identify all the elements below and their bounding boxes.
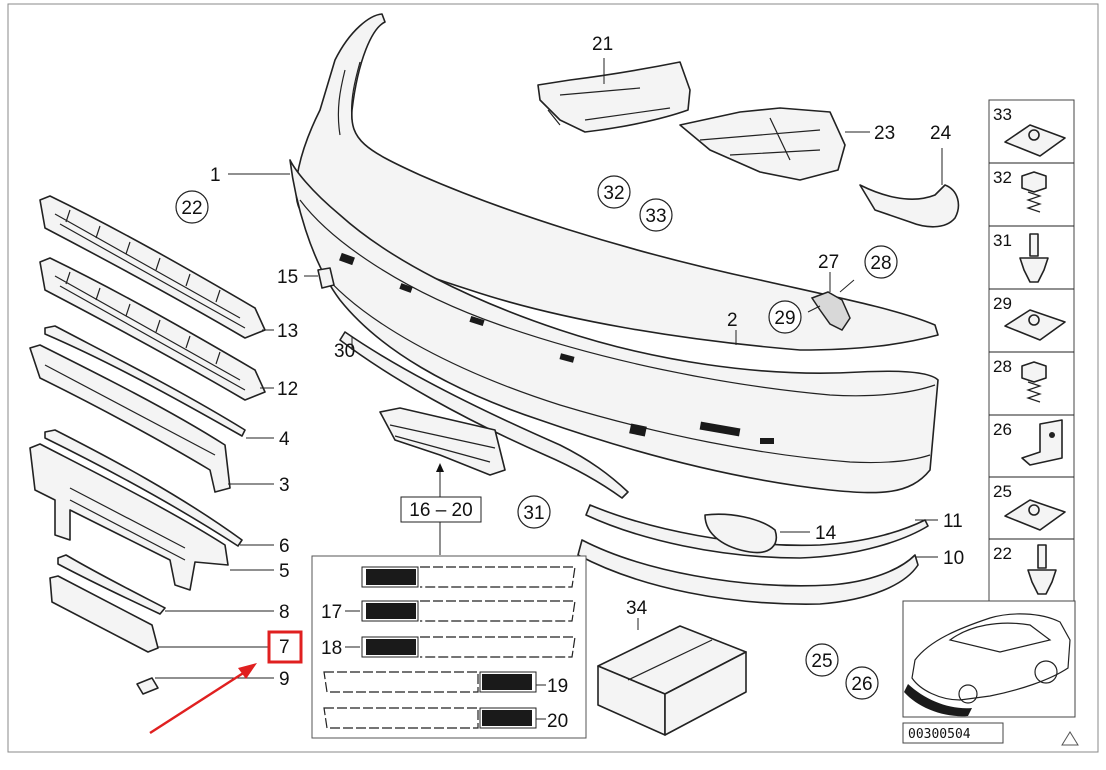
label-1: 1 xyxy=(210,165,221,186)
center-grille-insert xyxy=(379,407,506,476)
label-4: 4 xyxy=(279,429,290,450)
inset-rows: 17 18 19 20 xyxy=(321,566,576,732)
label-34: 34 xyxy=(626,598,648,619)
label-8: 8 xyxy=(279,602,290,623)
panel-3-inner xyxy=(44,364,216,456)
strip-8 xyxy=(57,554,166,615)
bumper-slots xyxy=(339,252,774,444)
label-17: 17 xyxy=(321,602,342,623)
warning-triangle-icon xyxy=(1061,731,1079,746)
clip-27 xyxy=(810,291,851,331)
pin-9 xyxy=(136,677,159,695)
bracket-21 xyxy=(537,61,691,133)
circled-labels: 22 32 33 28 29 31 25 26 xyxy=(175,175,898,700)
label-box-16-20 xyxy=(400,496,482,523)
bracket-24 xyxy=(859,184,960,228)
label-16-20: 16 – 20 xyxy=(409,500,472,521)
label-24: 24 xyxy=(930,123,952,144)
label-7: 7 xyxy=(279,637,290,658)
strip-6 xyxy=(44,429,243,547)
part-labels: 1 2 3 4 5 6 7 8 9 10 11 12 13 14 15 30 2… xyxy=(210,34,964,690)
label-32-circled: 32 xyxy=(603,183,624,204)
leader-lines xyxy=(155,58,943,679)
sidebar-label-7: 22 xyxy=(993,544,1012,563)
sidebar-label-6: 25 xyxy=(993,482,1012,501)
center-grille-slats xyxy=(389,424,496,463)
bumper-rail-inner xyxy=(337,61,361,136)
bumper-shell-crease xyxy=(299,199,936,397)
highlight-arrow-head xyxy=(238,663,257,679)
label-27: 27 xyxy=(818,252,839,273)
label-14: 14 xyxy=(815,523,837,544)
label-12: 12 xyxy=(277,379,298,400)
box-34 xyxy=(597,618,747,736)
clip-15 xyxy=(317,267,335,289)
fog-cover-14 xyxy=(704,513,777,554)
grille-12 xyxy=(39,257,266,401)
diagram-frame xyxy=(7,3,1099,753)
label-11: 11 xyxy=(943,511,963,532)
label-19: 19 xyxy=(547,676,568,697)
label-29-circled: 29 xyxy=(774,308,795,329)
label-6: 6 xyxy=(279,536,290,557)
label-21: 21 xyxy=(592,34,613,55)
bumper-shell-lower xyxy=(319,269,931,464)
panel-5 xyxy=(29,443,229,591)
label-18: 18 xyxy=(321,638,342,659)
label-2: 2 xyxy=(727,310,738,331)
arrow-head xyxy=(436,463,444,472)
label-9: 9 xyxy=(279,669,290,690)
sidebar-label-1: 32 xyxy=(993,168,1012,187)
panel-3 xyxy=(29,344,231,493)
catalog-number: 00300504 xyxy=(908,727,971,742)
bracket-23-detail xyxy=(699,117,821,161)
fastener-sidebar: 33 32 31 29 28 26 25 22 xyxy=(988,99,1075,603)
sidebar-label-5: 26 xyxy=(993,420,1012,439)
label-30: 30 xyxy=(334,341,355,362)
label-13: 13 xyxy=(277,321,298,342)
label-5: 5 xyxy=(279,561,290,582)
label-15: 15 xyxy=(277,267,298,288)
highlight-arrow xyxy=(149,668,249,735)
sidebar-label-4: 28 xyxy=(993,357,1012,376)
label-26-circled: 26 xyxy=(851,674,872,695)
bracket-23 xyxy=(679,107,846,181)
sidebar-label-0: 33 xyxy=(993,105,1012,124)
label-33-circled: 33 xyxy=(645,206,666,227)
sidebar-label-2: 31 xyxy=(993,231,1012,250)
plate-7 xyxy=(49,575,159,653)
highlight-box-7 xyxy=(267,630,303,664)
panel-5-inner xyxy=(69,487,186,561)
strip-4 xyxy=(44,325,246,437)
label-23: 23 xyxy=(874,123,895,144)
label-22-circled: 22 xyxy=(181,198,202,219)
car-thumbnail: 00300504 xyxy=(902,600,1079,746)
moulding-strip xyxy=(339,331,629,499)
sidebar-label-3: 29 xyxy=(993,294,1012,313)
label-31-circled: 31 xyxy=(523,503,544,524)
bumper-shell xyxy=(289,159,939,494)
label-3: 3 xyxy=(279,475,290,496)
label-25-circled: 25 xyxy=(811,651,832,672)
label-20: 20 xyxy=(547,711,568,732)
label-28-circled: 28 xyxy=(870,253,891,274)
bracket-21-detail xyxy=(547,87,671,126)
lower-strip-10 xyxy=(577,539,919,605)
label-10: 10 xyxy=(943,548,964,569)
